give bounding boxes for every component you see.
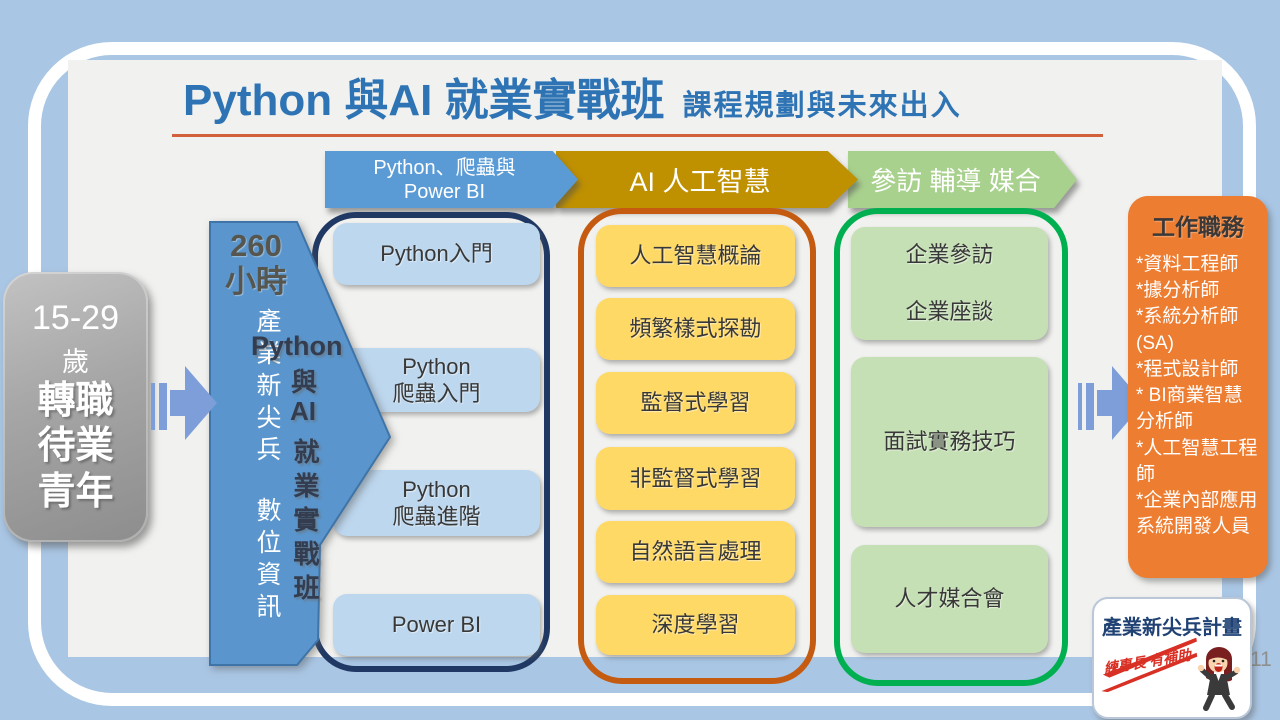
banner-visit: 參訪 輔導 媒合	[848, 151, 1077, 208]
audience-line-3: 青年	[37, 470, 114, 513]
program-label-2: 數位資訊	[253, 497, 281, 625]
audience-box: 15-29 歲 轉職 待業 青年	[3, 272, 148, 542]
activity-interview-skills: 面試實務技巧	[851, 357, 1048, 527]
audience-age-unit: 歲	[62, 346, 89, 377]
course-pattern-mining: 頻繁樣式探勘	[596, 298, 795, 360]
course-nlp: 自然語言處理	[596, 521, 795, 583]
course-deep-learning: 深度學習	[596, 595, 795, 655]
job-item: *程式設計師	[1136, 358, 1239, 380]
activity-talent-matching: 人才媒合會	[851, 545, 1048, 653]
overlay-class-text: 就業實戰班	[290, 438, 320, 608]
job-item: *企業內部應用系統開發人員	[1136, 489, 1258, 538]
course-crawler-adv: Python 爬蟲進階	[333, 470, 540, 536]
logo-title: 產業新尖兵計畫	[1102, 617, 1242, 639]
job-item: *資料工程師	[1136, 254, 1239, 275]
banner-visit-shape: 參訪 輔導 媒合	[848, 151, 1077, 208]
job-item: *人工智慧工程師	[1136, 437, 1258, 485]
column-ai-border	[578, 208, 816, 684]
page-number: 11	[1250, 648, 1272, 671]
course-ai-overview: 人工智慧概論	[596, 225, 795, 287]
program-logo-box: 產業新尖兵計畫 練專長 有補助	[1092, 597, 1252, 719]
red-swoosh-icon	[1101, 637, 1198, 693]
course-supervised: 監督式學習	[596, 372, 795, 434]
jobs-list: *資料工程師 *據分析師 *系統分析師 (SA) *程式設計師 * BI商業智慧…	[1136, 252, 1260, 540]
jobs-box: 工作職務 *資料工程師 *據分析師 *系統分析師 (SA) *程式設計師 * B…	[1128, 196, 1268, 578]
audience-line-2: 待業	[37, 425, 114, 468]
column-visit-border	[834, 208, 1068, 686]
jobs-title: 工作職務	[1152, 214, 1244, 240]
page-title: Python 與AI 就業實戰班 課程規劃與未來出入	[183, 64, 962, 128]
program-label-1: 產業新尖兵	[253, 308, 281, 468]
page-title-main: Python 與AI 就業實戰班	[183, 76, 665, 125]
banner-ai: AI 人工智慧	[556, 151, 858, 208]
banner-python-shape: Python、爬蟲與 Power BI	[325, 151, 578, 208]
banner-ai-shape: AI 人工智慧	[556, 151, 858, 208]
course-powerbi: Power BI	[333, 594, 540, 656]
program-hours: 260 小時	[225, 228, 287, 299]
overlay-python-text: Python	[251, 331, 343, 361]
course-python-intro: Python入門	[333, 223, 540, 285]
banner-python: Python、爬蟲與 Power BI	[325, 151, 578, 208]
audience-line-1: 轉職	[37, 379, 114, 422]
overlay-conj-text: 與	[291, 367, 318, 397]
job-item: *據分析師	[1136, 280, 1220, 302]
course-unsupervised: 非監督式學習	[596, 447, 795, 510]
program-banner-shape	[209, 221, 392, 666]
cheering-person-illustration	[1197, 647, 1241, 711]
activity-company-visit: 企業參訪 企業座談	[851, 227, 1048, 340]
overlay-ai-text: AI	[290, 396, 316, 426]
job-item: *系統分析師 (SA)	[1136, 306, 1239, 354]
job-item: * BI商業智慧分析師	[1136, 385, 1243, 433]
title-underline	[172, 134, 1103, 137]
page-title-sub: 課程規劃與未來出入	[682, 90, 962, 122]
striped-arrow-icon-left	[151, 366, 217, 440]
audience-age: 15-29	[32, 298, 119, 337]
logo-slogan: 練專長 有補助	[1096, 637, 1207, 693]
